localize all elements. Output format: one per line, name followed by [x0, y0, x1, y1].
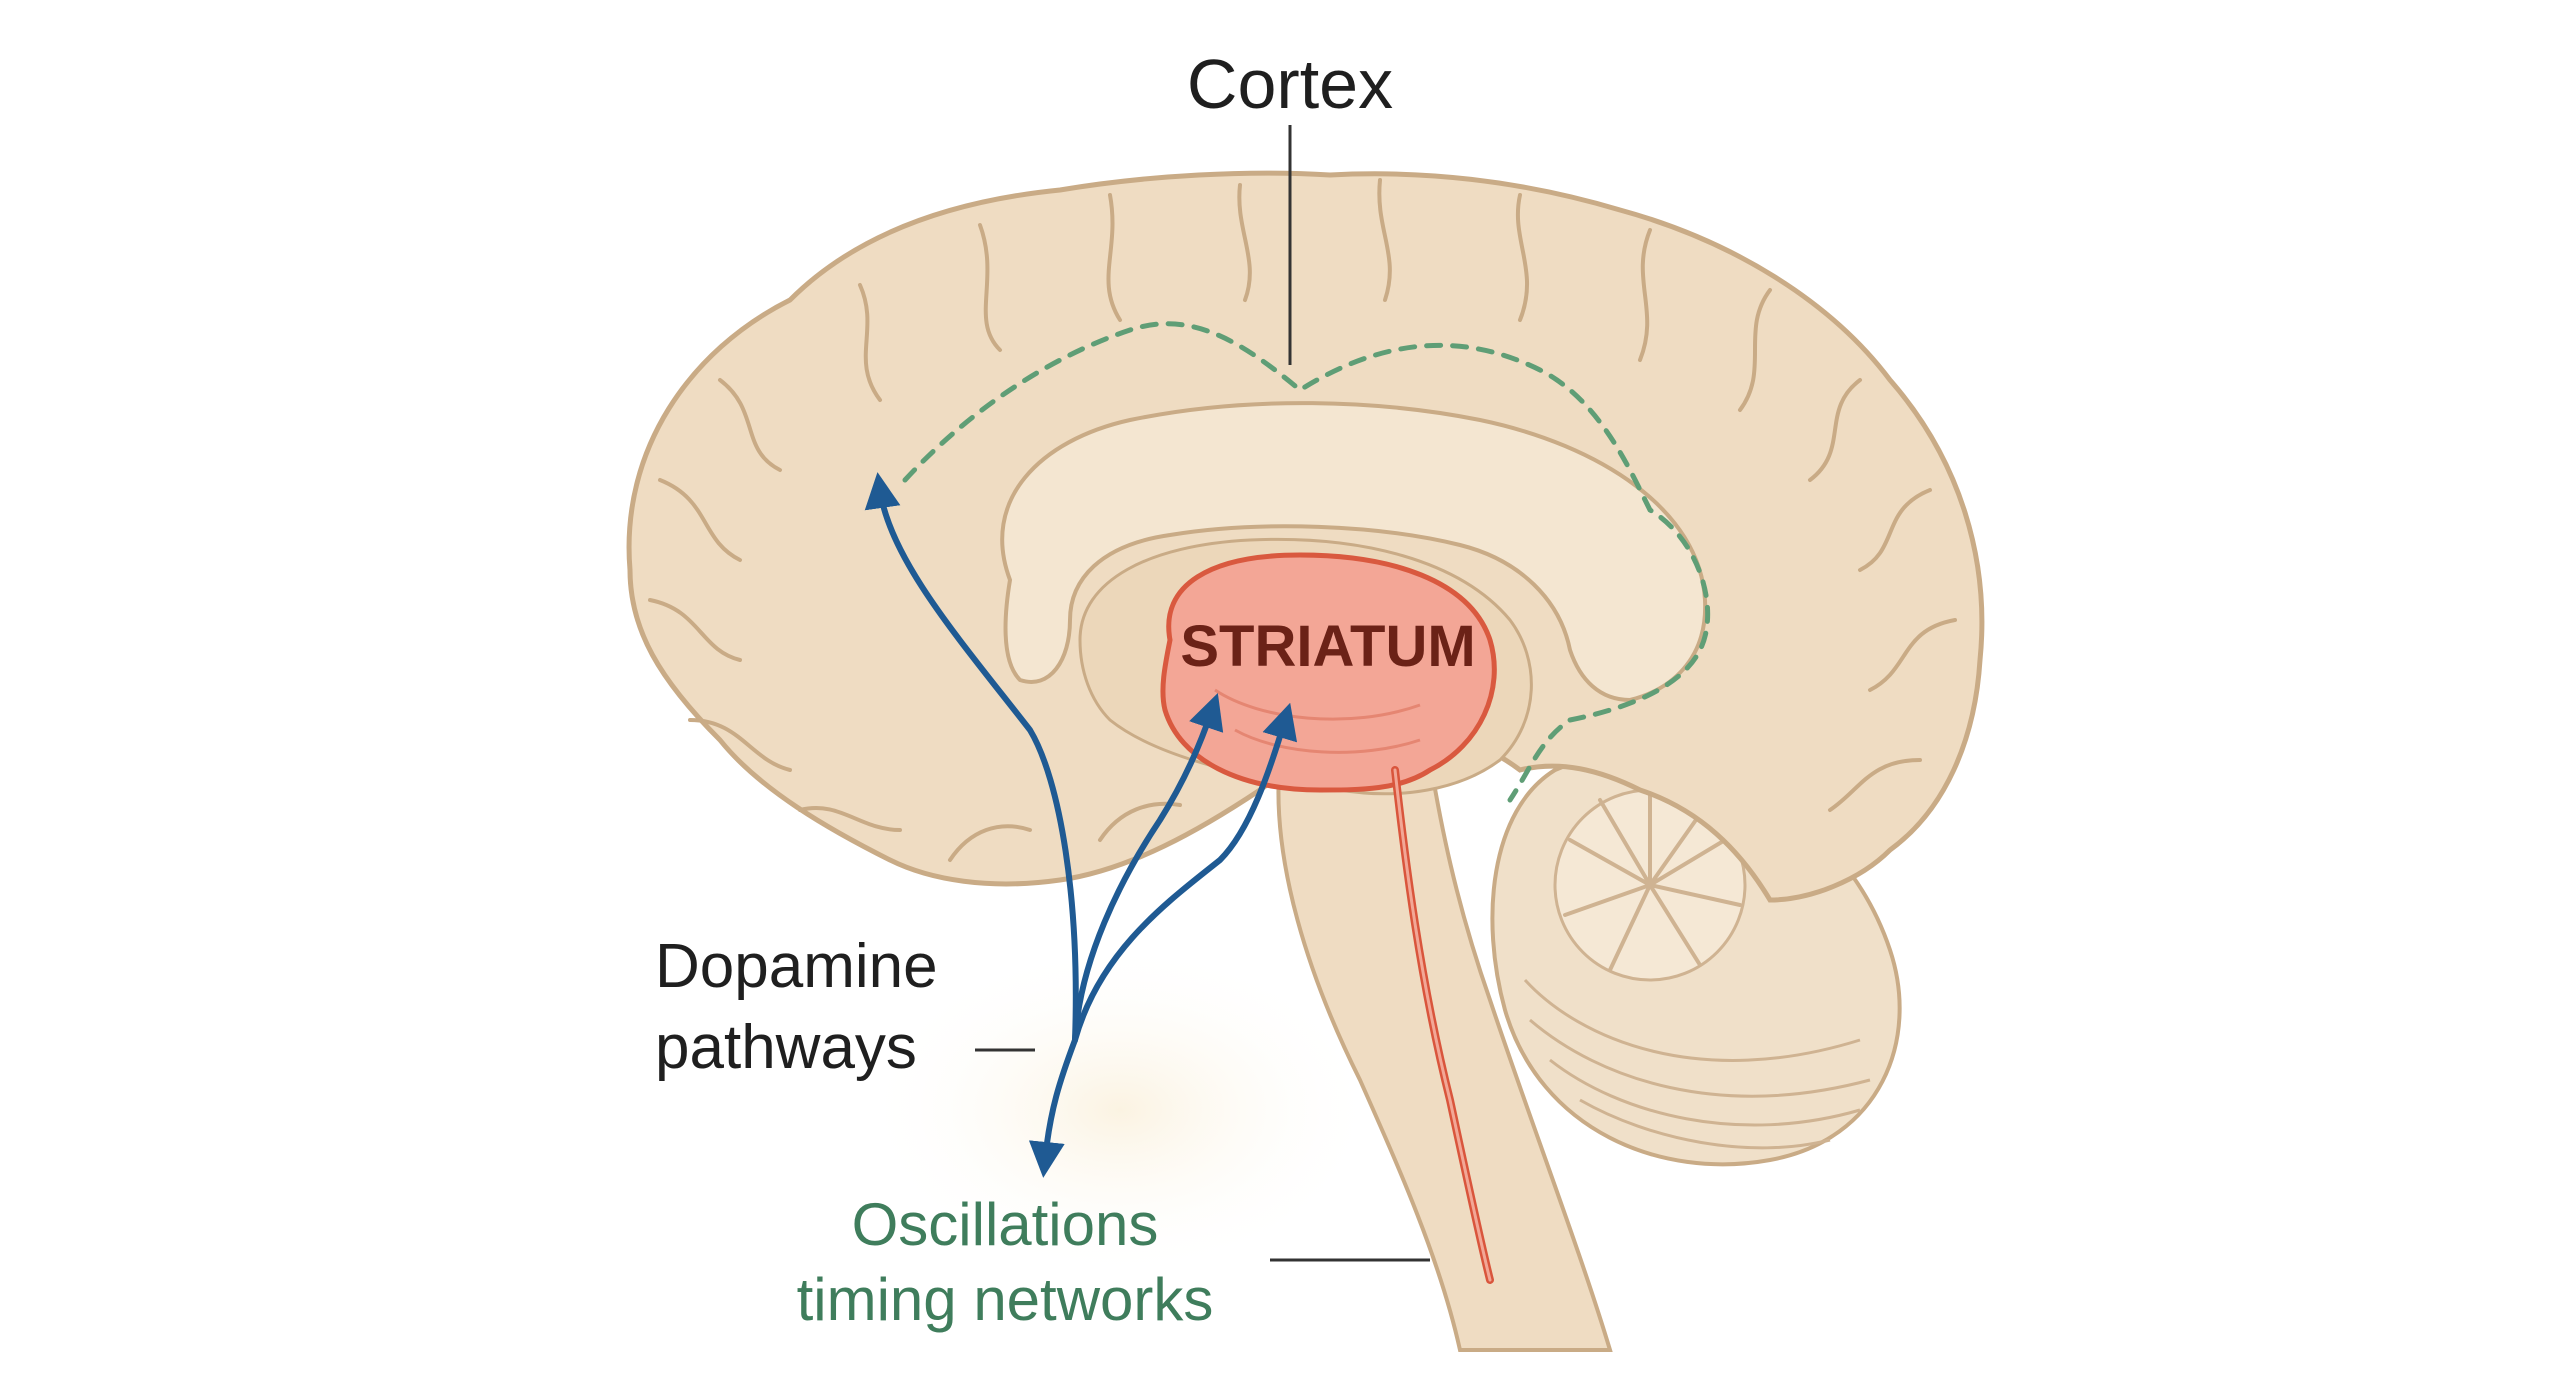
dopamine-arrow-to-striatum-right — [1072, 702, 1298, 1043]
striatum-label: STRIATUM — [1180, 614, 1475, 679]
striatum — [1160, 552, 1497, 793]
dopamine-label-line1: Dopamine — [655, 932, 938, 1001]
brainstem — [1276, 758, 1613, 1352]
cortex-label: Cortex — [1187, 45, 1393, 123]
dopamine-arrow-down — [1028, 1037, 1078, 1178]
dopamine-label-line2: pathways — [655, 1013, 917, 1082]
dopamine-arrow-to-striatum-left — [1072, 692, 1224, 1043]
oscillations-label-line2: timing networks — [797, 1266, 1214, 1333]
corpus-callosum — [1000, 401, 1708, 703]
background-glow — [860, 940, 1380, 1280]
oscillation-dashed-path — [902, 321, 1711, 803]
red-tract-inner — [1393, 768, 1492, 1282]
dopamine-arrows — [864, 472, 1298, 1178]
dopamine-arrow-to-cortex — [864, 472, 1079, 1043]
oscillations-label-line1: Oscillations — [852, 1191, 1159, 1258]
